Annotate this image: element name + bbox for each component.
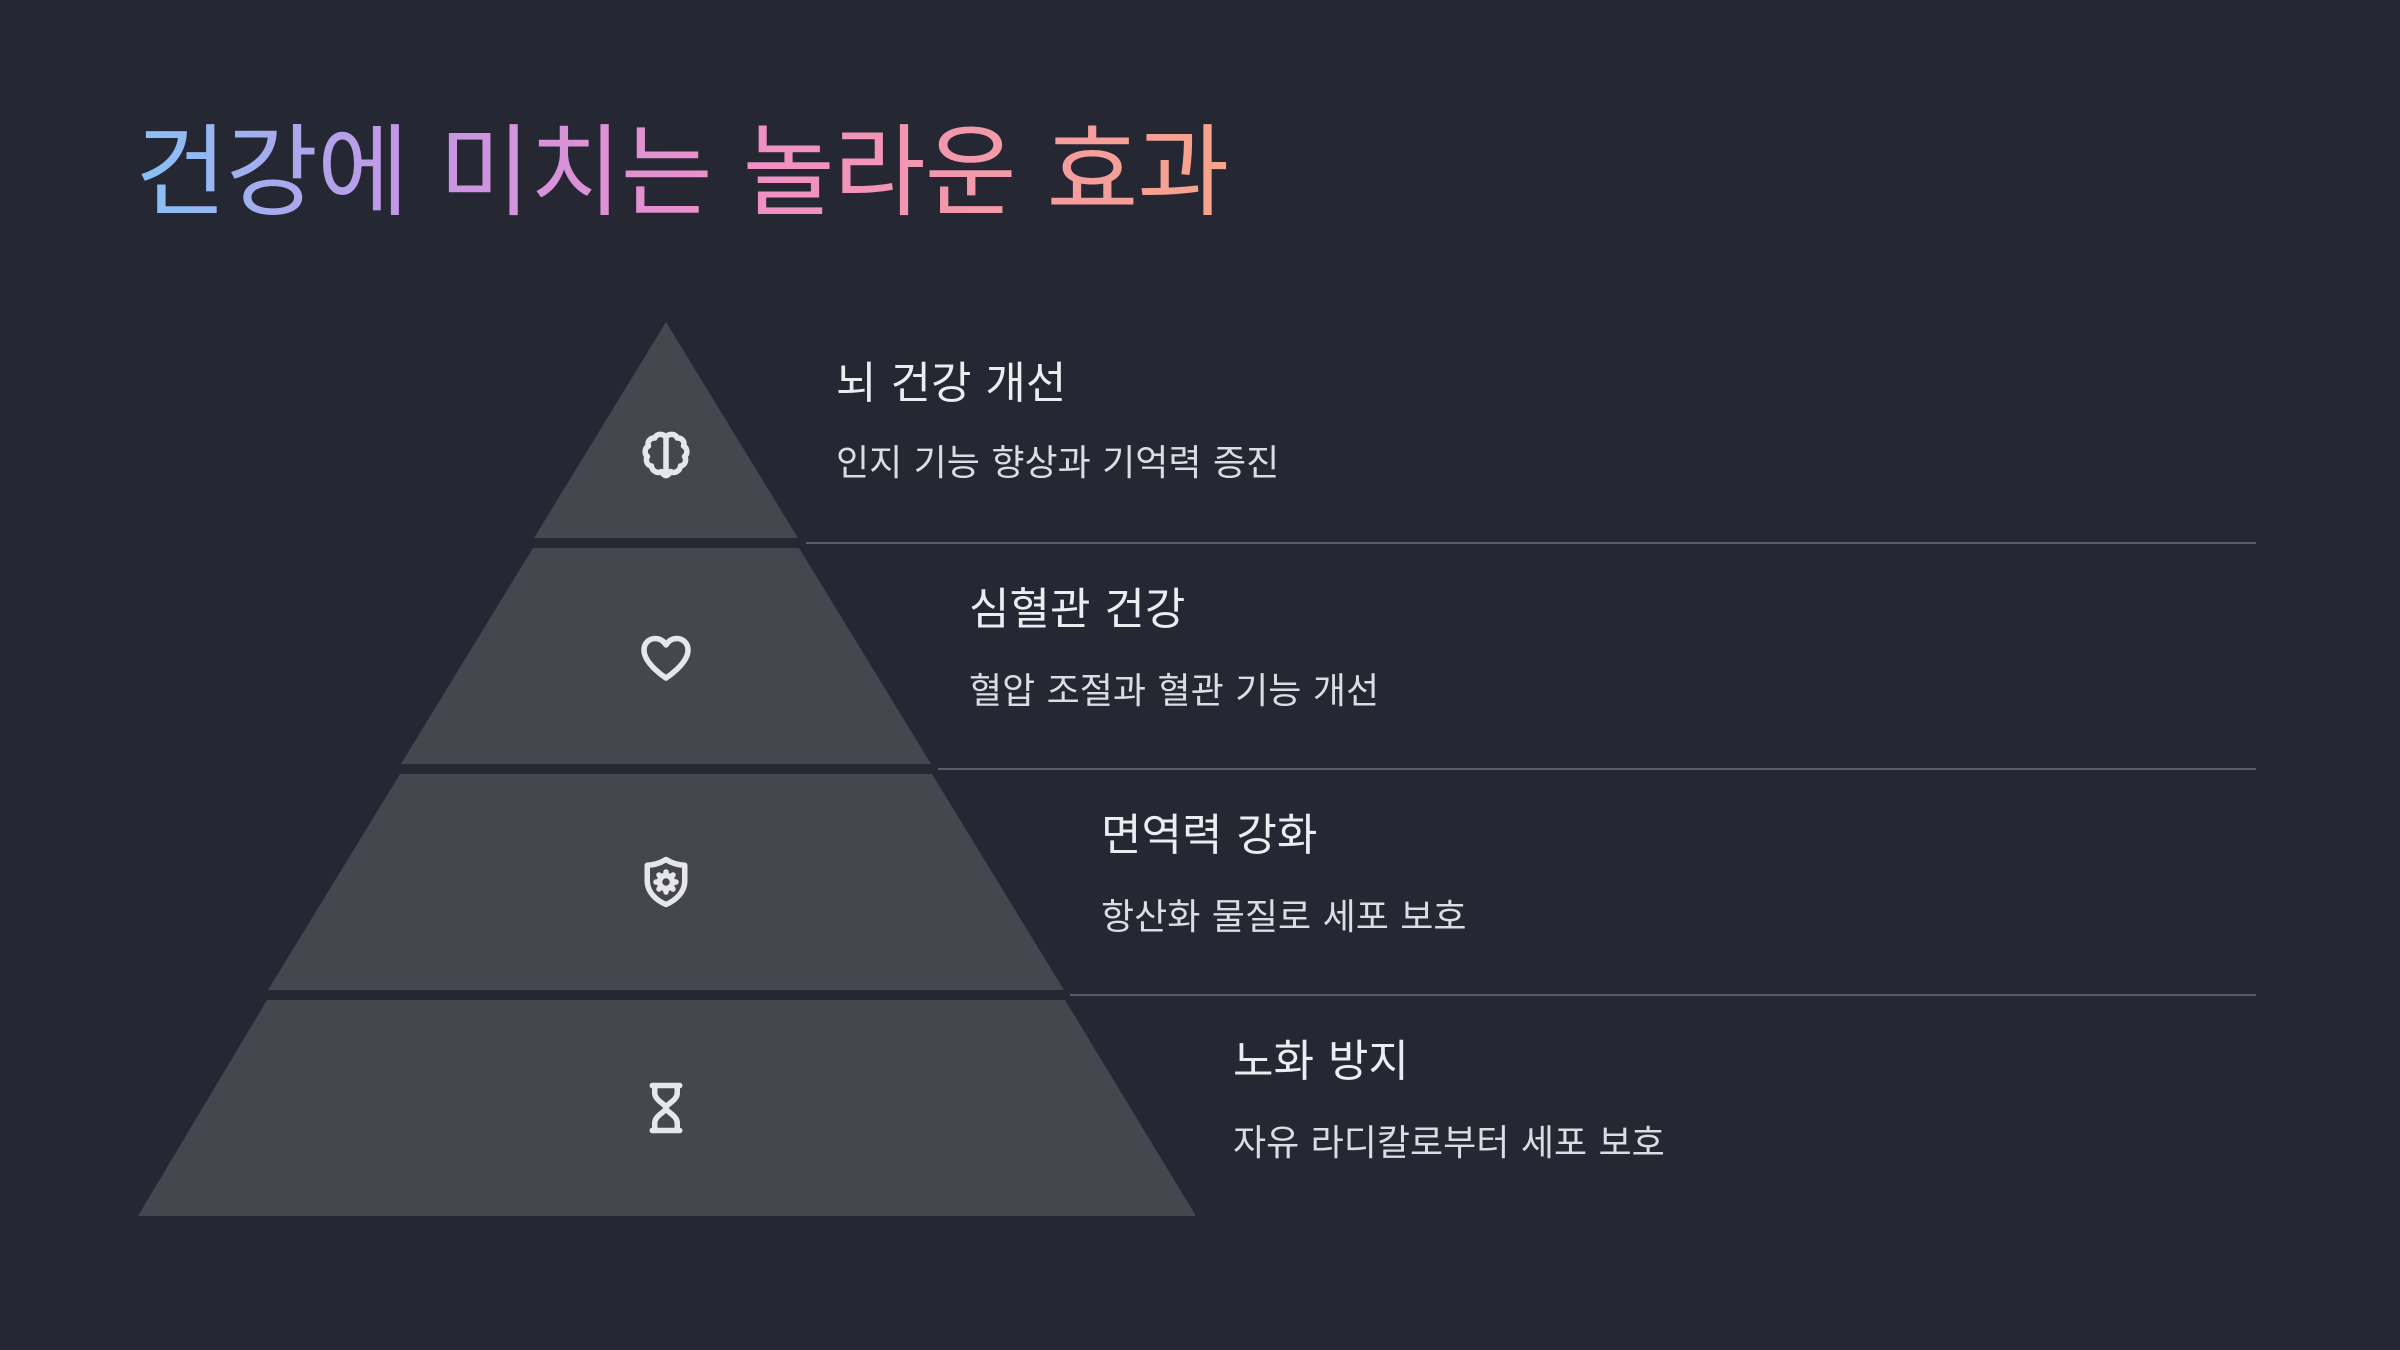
tier-2-description: 혈압 조절과 혈관 기능 개선 (969, 671, 1380, 712)
tier-1-divider (806, 542, 2256, 544)
hourglass-icon (636, 1078, 696, 1138)
pyramid-tier-1 (534, 322, 798, 538)
tier-1-description: 인지 기능 향상과 기억력 증진 (836, 443, 1280, 484)
tier-3-heading: 면역력 강화 (1101, 810, 1318, 861)
tier-3-divider (1070, 994, 2256, 996)
shield-icon (636, 852, 696, 912)
pyramid-tier-2 (401, 548, 931, 764)
tier-2-divider (938, 768, 2256, 770)
tier-4-description: 자유 라디칼로부터 세포 보호 (1233, 1123, 1665, 1164)
tier-3-description: 항산화 물질로 세포 보호 (1101, 897, 1467, 938)
tier-2-heading: 심혈관 건강 (969, 584, 1186, 635)
page-title: 건강에 미치는 놀라운 효과 (135, 114, 1229, 231)
brain-icon (636, 426, 696, 486)
pyramid-tier-3 (268, 774, 1064, 990)
tier-4-heading: 노화 방지 (1233, 1036, 1409, 1087)
heart-icon (636, 628, 696, 688)
tier-1-heading: 뇌 건강 개선 (836, 358, 1067, 409)
